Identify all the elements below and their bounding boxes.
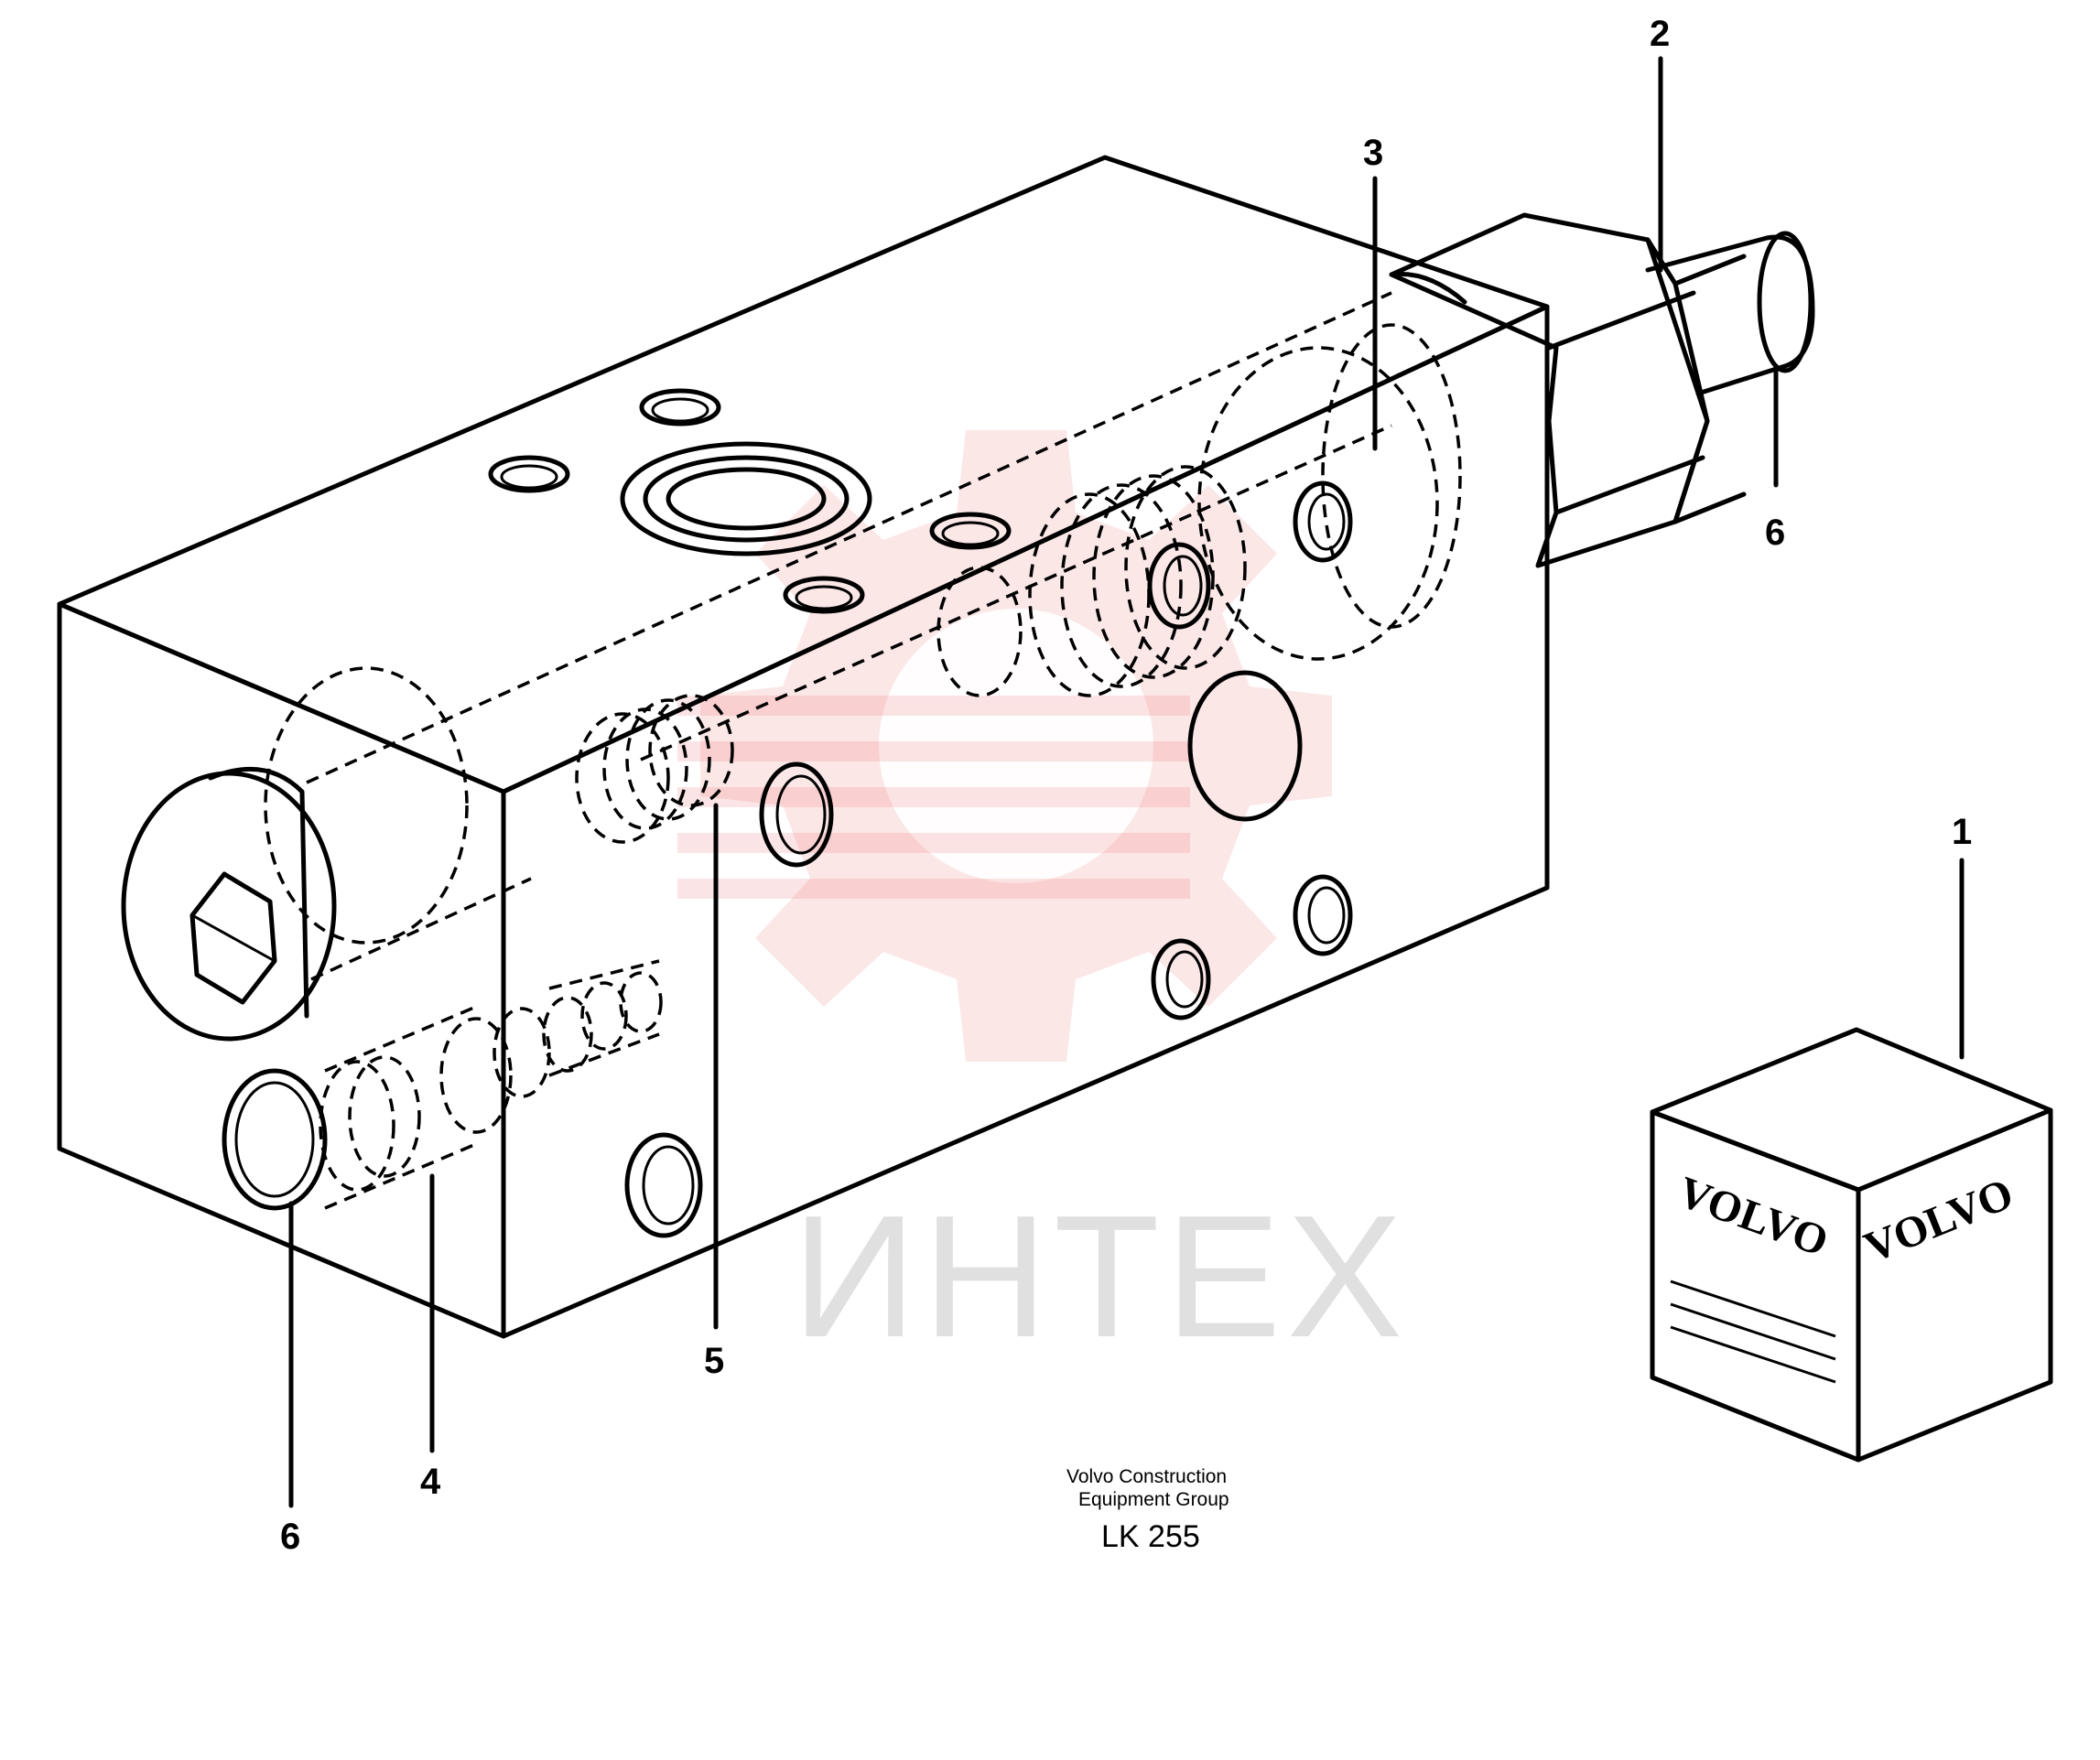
small-plug: [222, 959, 663, 1211]
box-brand-side: VOLVO: [1857, 1169, 2019, 1272]
front-port-7: [624, 1132, 703, 1238]
top-port-small-2: [488, 455, 570, 493]
hex-plug: [121, 766, 337, 1042]
footer-code: LK 255: [1101, 1519, 1200, 1554]
callout-6-left: 6: [280, 1517, 300, 1557]
watermark-text: ИНТЕХ: [792, 1180, 1408, 1374]
box-brand-front: VOLVO: [1672, 1168, 1835, 1267]
watermark-stripes: [677, 696, 1190, 899]
callout-1: 1: [1952, 812, 1972, 852]
top-port-small-3: [929, 512, 1012, 550]
footer-company-line2: Equipment Group: [1078, 1489, 1229, 1510]
volvo-box: VOLVO VOLVO: [1650, 1027, 2053, 1463]
callout-2: 2: [1650, 14, 1670, 54]
watermark-gear-hub: [879, 609, 1153, 883]
callout-5: 5: [704, 1341, 724, 1381]
footer: Volvo Construction Equipment Group LK 25…: [1066, 1466, 1229, 1554]
top-port-small-1: [639, 388, 721, 427]
front-port-3: [1293, 480, 1353, 563]
leader-lines: [288, 56, 1965, 1508]
hex-fitting: [1389, 212, 1815, 568]
box-lines: [1670, 1280, 1836, 1384]
valve-block: [57, 155, 1550, 1339]
front-port-1: [759, 761, 834, 868]
front-port-6: [1151, 938, 1211, 1020]
callout-4: 4: [420, 1462, 441, 1502]
callouts: 1 2 3 6 4 5 6: [280, 14, 1972, 1557]
callout-3: 3: [1363, 133, 1383, 173]
callout-6-right: 6: [1765, 513, 1785, 553]
top-port-small-4: [783, 576, 865, 614]
front-port-2: [1147, 542, 1211, 630]
top-port-large: [620, 441, 872, 556]
front-port-4: [1187, 670, 1303, 822]
footer-company-line1: Volvo Construction: [1066, 1466, 1227, 1487]
front-port-5: [1293, 874, 1353, 956]
